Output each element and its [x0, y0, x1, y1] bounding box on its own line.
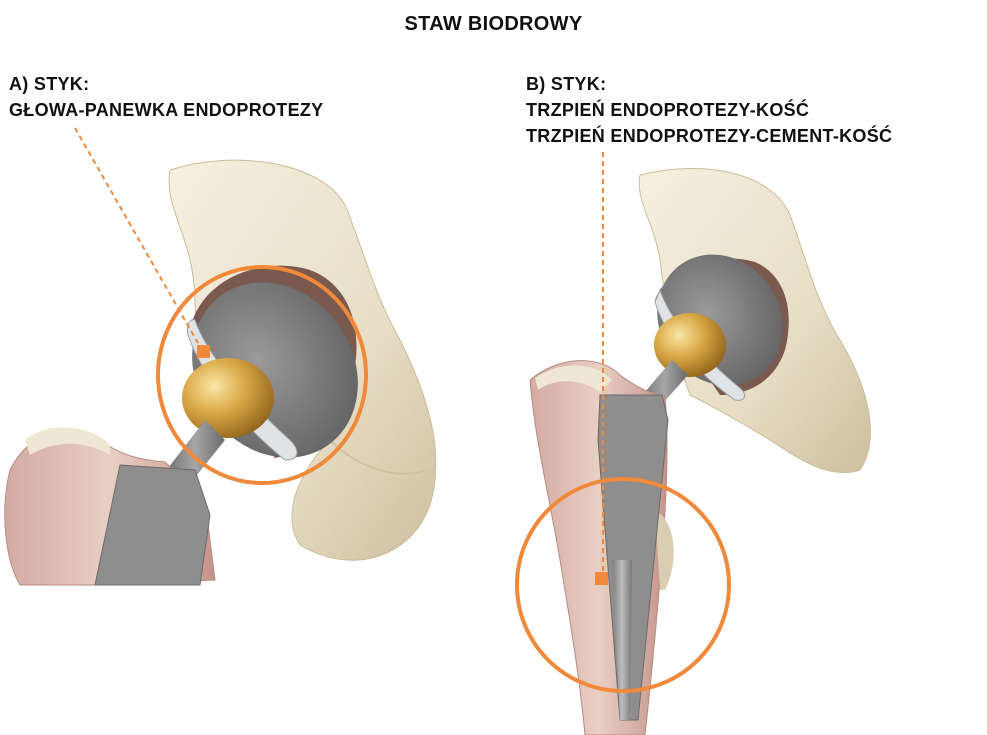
figure-b [530, 168, 870, 735]
leader-line-a [75, 128, 202, 350]
label-b-line: TRZPIEŃ ENDOPROTEZY-KOŚĆ [526, 98, 809, 122]
femoral-head-a [182, 358, 274, 438]
figure-a [5, 160, 436, 585]
marker-a [197, 345, 210, 358]
label-a-line: GŁOWA-PANEWKA ENDOPROTEZY [9, 98, 324, 122]
diagram-title: STAW BIODROWY [0, 12, 987, 36]
marker-b [595, 572, 608, 585]
label-b-line: TRZPIEŃ ENDOPROTEZY-CEMENT-KOŚĆ [526, 124, 892, 148]
femoral-head-b [654, 313, 726, 377]
label-b-heading: B) STYK: [526, 72, 606, 96]
label-a-heading: A) STYK: [9, 72, 89, 96]
